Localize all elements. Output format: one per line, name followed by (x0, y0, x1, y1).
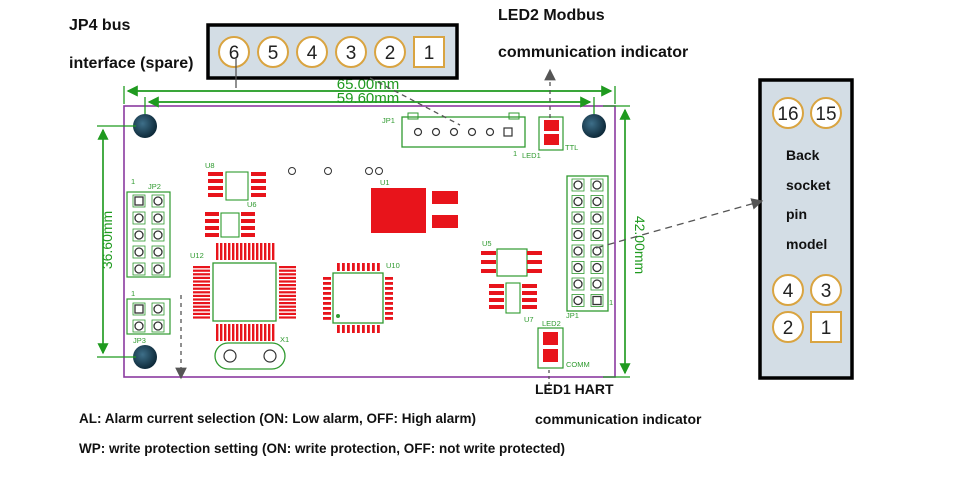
svg-text:4: 4 (307, 43, 318, 64)
socket-pin-1: 1 (810, 311, 842, 343)
svg-text:15: 15 (815, 104, 836, 125)
silk-u5: U5 (482, 239, 492, 248)
dimension-height-left: 36.60mm (97, 125, 136, 358)
svg-text:16: 16 (777, 104, 798, 125)
jp1-top-connector (401, 112, 526, 148)
jp4-pin-2: 2 (374, 36, 406, 68)
note-wp: WP: write protection setting (ON: write … (79, 441, 565, 456)
silk-x1: X1 (280, 335, 289, 344)
jp4-connector-box: 6 5 4 3 2 1 (206, 23, 459, 80)
silk-jp1-right: JP1 (566, 311, 579, 320)
svg-text:5: 5 (268, 43, 279, 64)
svg-text:3: 3 (346, 43, 357, 64)
socket-pin-4: 4 (772, 274, 804, 306)
silk-one-jp2: 1 (131, 177, 135, 186)
back-socket-box: 16 15 4 3 2 1 (758, 78, 854, 380)
silk-one-jp1right: 1 (609, 298, 613, 307)
silk-u7: U7 (524, 315, 534, 324)
silk-jp3: JP3 (133, 336, 146, 345)
silkscreen-labels: JP1 1 LED1 TTL JP2 1 1 JP3 U8 U6 U1 U12 … (131, 116, 613, 369)
silk-one-jp3: 1 (131, 289, 135, 298)
jp3-header (126, 298, 171, 335)
svg-text:2: 2 (783, 318, 794, 339)
silk-ttl: TTL (565, 143, 578, 152)
led1-pads (538, 116, 564, 151)
u6-chip (205, 212, 255, 238)
led1-label-line1: LED1 HART (535, 381, 614, 397)
u8-chip (208, 171, 266, 201)
socket-pin-15: 15 (810, 97, 842, 129)
note-al: AL: Alarm current selection (ON: Low ala… (79, 411, 477, 426)
jp2-header (126, 191, 171, 278)
jp1-right-header (566, 175, 609, 312)
svg-text:1: 1 (821, 318, 832, 339)
jp4-pin-3: 3 (335, 36, 367, 68)
silk-u10: U10 (386, 261, 400, 270)
u12-mcu (193, 243, 296, 341)
socket-pin-2: 2 (772, 311, 804, 343)
silk-jp2: JP2 (148, 182, 161, 191)
jp4-pin-1: 1 (413, 36, 445, 68)
svg-text:2: 2 (385, 43, 396, 64)
u1-regulator (371, 188, 458, 233)
jp4-label-line2: interface (spare) (69, 55, 194, 72)
svg-text:1: 1 (424, 43, 435, 64)
dim-height-left-text: 36.60mm (99, 211, 115, 269)
dimension-height-right: 42.00mm (603, 105, 648, 378)
silk-u8: U8 (205, 161, 215, 170)
svg-text:6: 6 (229, 43, 240, 64)
back-socket-label-3: pin (786, 206, 807, 222)
pcb-outline (123, 105, 616, 378)
silk-jp1-top: JP1 (382, 116, 395, 125)
back-socket-label-1: Back (786, 147, 820, 163)
mounting-holes (133, 114, 606, 369)
jp4-pin-4: 4 (296, 36, 328, 68)
jp4-pin-5: 5 (257, 36, 289, 68)
silk-comm: COMM (566, 360, 590, 369)
dimension-outer-width: 65.00mm (123, 76, 616, 104)
socket-pin-3: 3 (810, 274, 842, 306)
dimension-inner-width: 59.60mm (144, 90, 595, 114)
led2-label-line2: communication indicator (498, 44, 689, 61)
svg-text:3: 3 (821, 281, 832, 302)
u5-chip (481, 248, 542, 277)
dim-height-right-text: 42.00mm (632, 216, 648, 274)
silk-one-jp1top: 1 (513, 149, 517, 158)
dim-outer-width-text: 65.00mm (337, 76, 400, 93)
jp4-pin-6: 6 (218, 36, 250, 68)
dim-inner-width-text: 59.60mm (337, 90, 400, 107)
back-socket-label-4: model (786, 236, 828, 252)
back-socket-label-2: socket (786, 177, 831, 193)
u7-chip (489, 282, 537, 314)
pointer-lines (175, 58, 764, 392)
x1-crystal (214, 342, 286, 370)
led2-pads (537, 327, 564, 369)
silk-u6: U6 (247, 200, 257, 209)
socket-pin-16: 16 (772, 97, 804, 129)
jp4-label-line1: JP4 bus (69, 17, 131, 34)
silk-u12: U12 (190, 251, 204, 260)
silk-led1: LED1 (522, 151, 541, 160)
silk-led2: LED2 (542, 319, 561, 328)
svg-text:4: 4 (783, 281, 794, 302)
u10-chip (323, 263, 393, 333)
vias (288, 167, 383, 175)
silk-u1: U1 (380, 178, 390, 187)
led2-label-line1: LED2 Modbus (498, 7, 605, 24)
led1-label-line2: communication indicator (535, 411, 702, 427)
